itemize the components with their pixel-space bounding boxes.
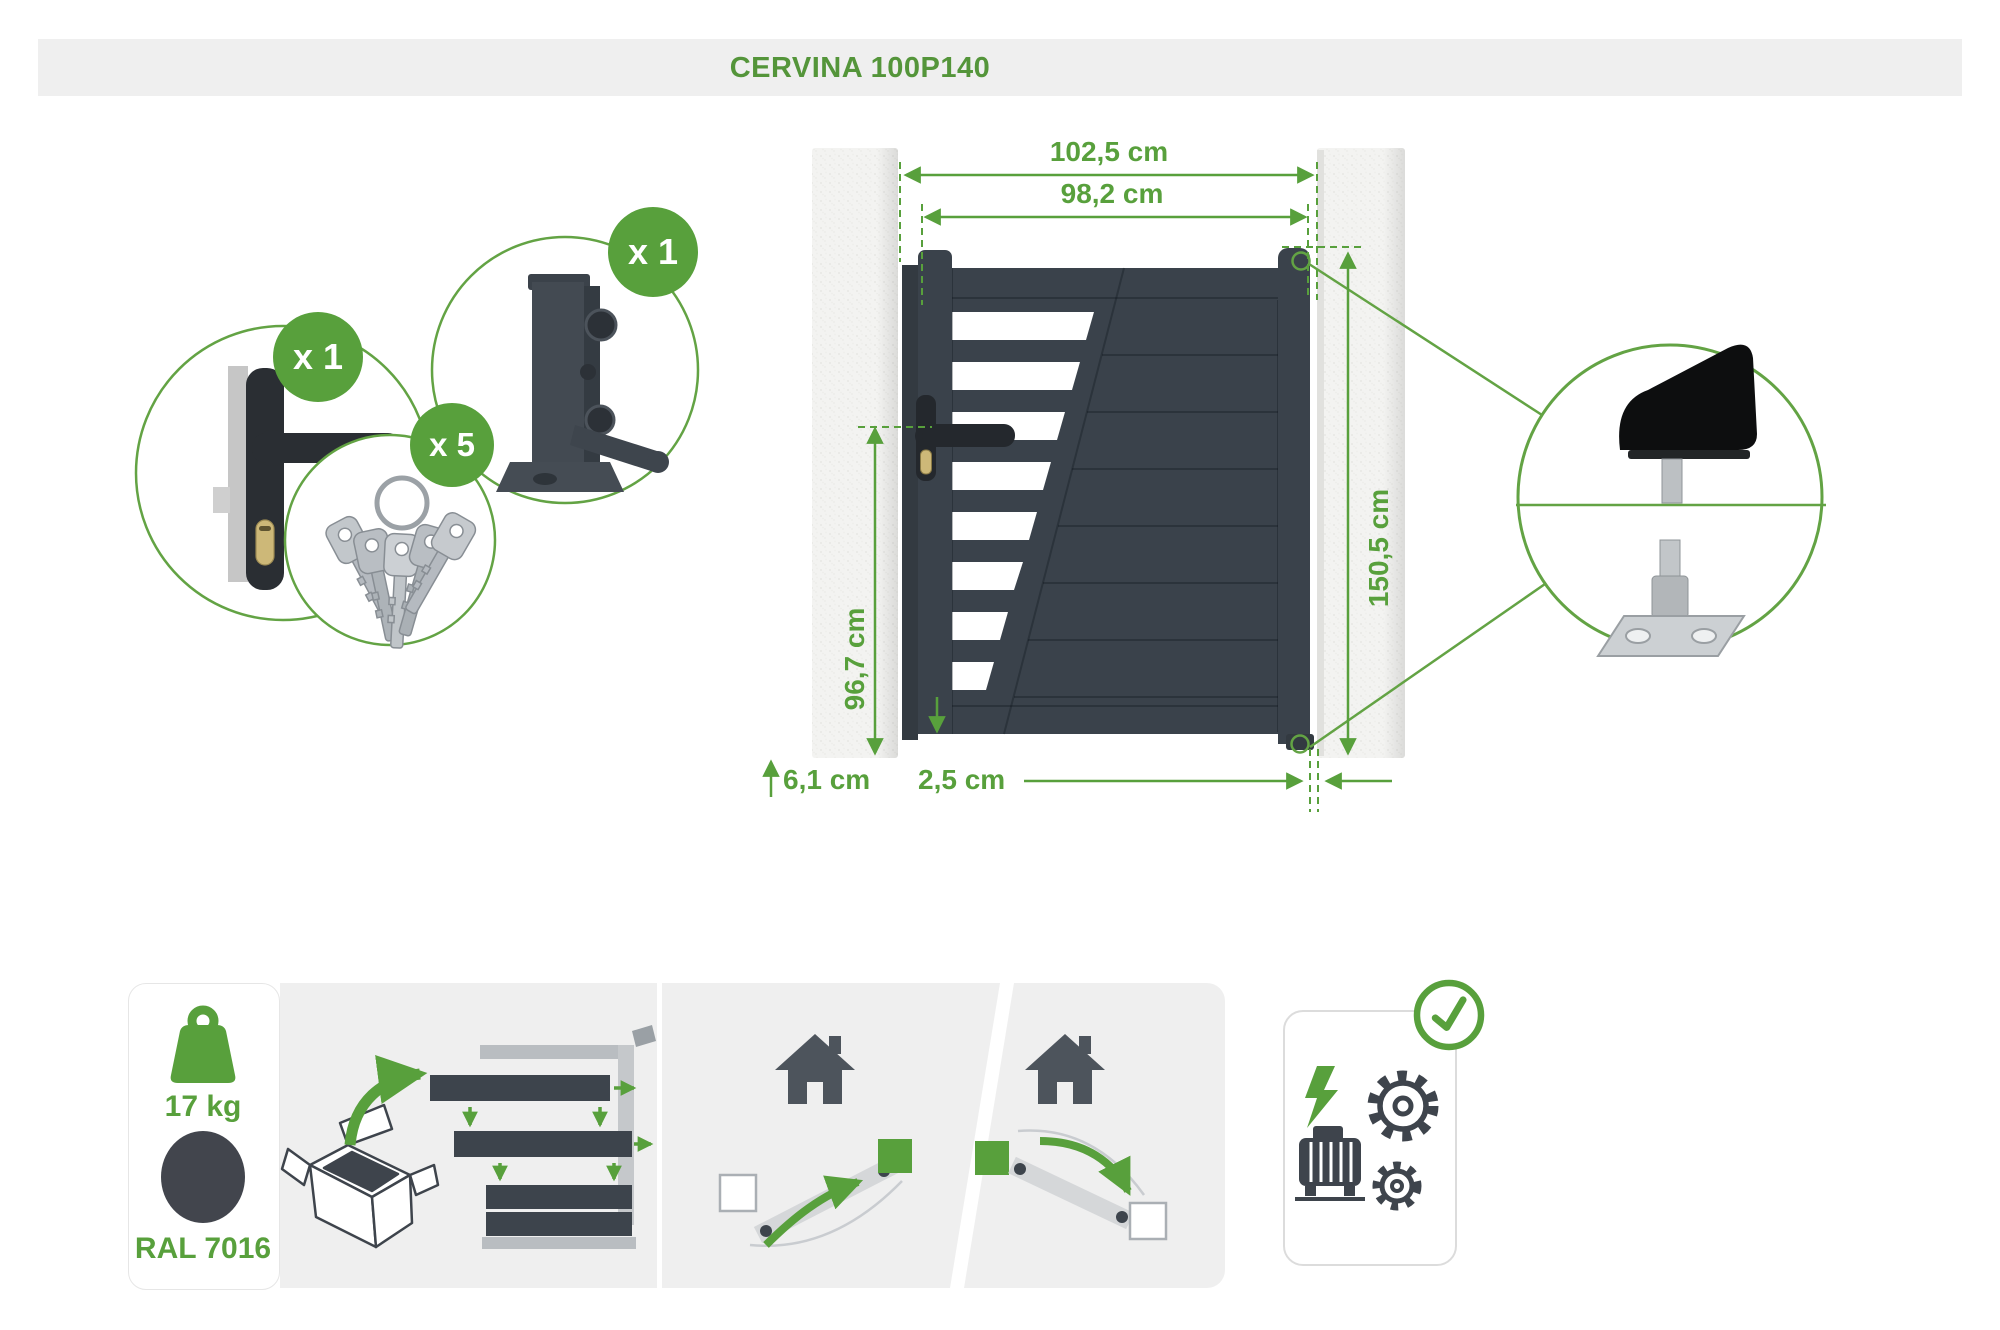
open-post-marker — [1128, 1201, 1168, 1241]
lightning-icon — [1305, 1066, 1338, 1128]
latch-icon — [496, 274, 669, 492]
motor-and-gears-icon — [1295, 1066, 1439, 1211]
gear-large-icon — [1367, 1070, 1439, 1142]
house-icon — [1025, 1034, 1105, 1104]
motorized-opening-diagram — [975, 1034, 1168, 1241]
weight-icon — [170, 1005, 236, 1083]
open-post-marker — [718, 1173, 758, 1213]
keys-qty-label: x 5 — [429, 426, 475, 463]
openwork-slats — [952, 312, 1094, 690]
dim-handle-height: 96,7 cm — [839, 607, 870, 711]
check-icon — [1413, 979, 1485, 1051]
latch-qty-label: x 1 — [627, 231, 679, 272]
handle-qty-label: x 1 — [292, 336, 344, 377]
dim-leaf-width: 98,2 cm — [1060, 178, 1164, 209]
motor-icon — [1295, 1126, 1365, 1201]
opening-panels — [718, 983, 1168, 1288]
bottom-hinge-marker — [1290, 734, 1310, 754]
latch-qty-badge — [608, 207, 698, 297]
diagonal-divider — [950, 983, 1014, 1288]
keys-qty-badge — [410, 403, 494, 487]
hinge-post-marker — [975, 1141, 1009, 1175]
strip-divider — [657, 983, 662, 1288]
ral-color-label: RAL 7016 — [134, 1232, 272, 1265]
color-swatch — [161, 1131, 245, 1223]
assembly-box-icon — [280, 1103, 440, 1249]
weight-label: 17 kg — [164, 1090, 242, 1123]
house-icon — [775, 1034, 855, 1104]
keys-icon — [325, 475, 477, 649]
manual-opening-diagram — [718, 1034, 912, 1248]
top-hinge-marker — [1291, 251, 1311, 271]
gate-handle — [915, 395, 1015, 481]
hinge-post — [1278, 248, 1310, 744]
gate-leaf — [902, 248, 1314, 750]
dim-ground-clearance: 6,1 cm — [783, 764, 871, 795]
gear-small-icon — [1372, 1161, 1422, 1211]
latch-callout-circle — [430, 235, 700, 505]
right-pillar — [1317, 148, 1405, 758]
header-bar — [38, 39, 1962, 96]
dim-height: 150,5 cm — [1363, 488, 1394, 608]
handle-qty-badge — [273, 312, 363, 402]
strike-profile — [902, 265, 918, 740]
dim-total-width: 102,5 cm — [1049, 136, 1169, 167]
dimension-lines — [762, 162, 1392, 812]
dim-hinge-gap: 2,5 cm — [918, 764, 1006, 795]
hinge-cap-icon — [1619, 344, 1757, 504]
slats-assembly-icon — [430, 1025, 656, 1249]
weight-panel — [161, 1005, 245, 1223]
hinge-detail-circle — [1516, 343, 1826, 657]
hinge-post-marker — [878, 1139, 912, 1173]
page-title: CERVINA 100P140 — [729, 52, 991, 84]
assembly-panel — [280, 1025, 656, 1249]
keys-callout-circle — [283, 433, 497, 649]
hinge-pin-icon — [1596, 539, 1746, 657]
